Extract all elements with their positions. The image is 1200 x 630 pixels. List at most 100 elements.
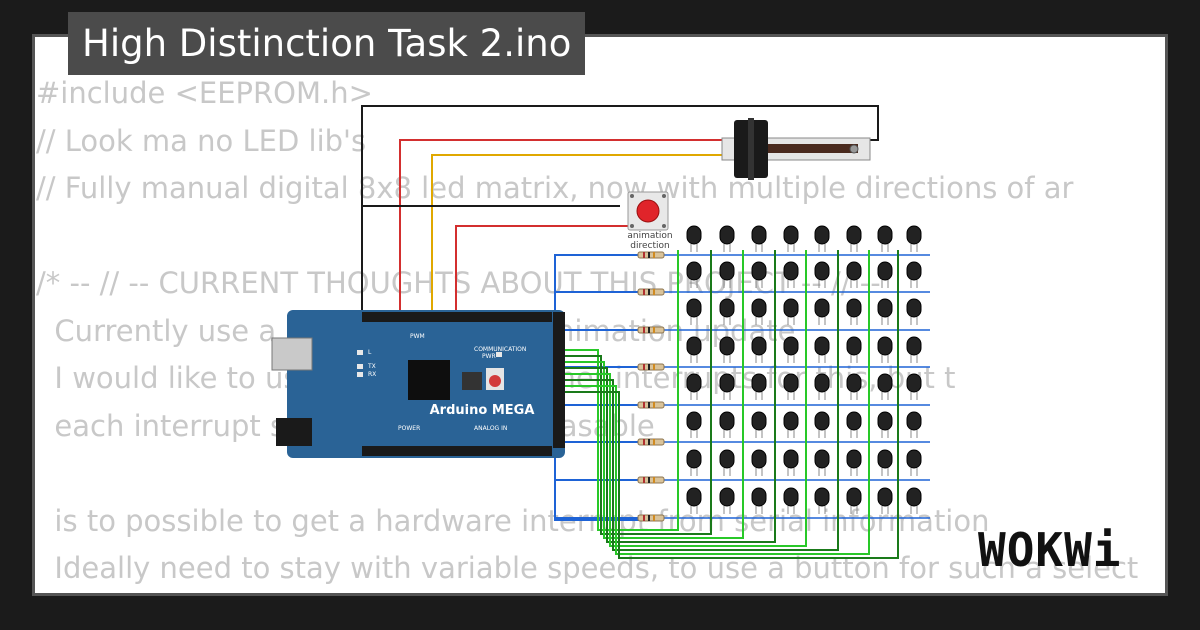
resistor-body	[637, 288, 665, 296]
led	[783, 411, 799, 431]
resistor-band	[643, 477, 645, 483]
led	[877, 411, 893, 431]
led	[877, 261, 893, 281]
led	[751, 411, 767, 431]
led	[751, 449, 767, 469]
led	[719, 487, 735, 507]
animation-pushbutton[interactable]	[627, 191, 669, 231]
led	[686, 336, 702, 356]
led	[906, 261, 922, 281]
led	[846, 449, 862, 469]
project-title[interactable]: High Distinction Task 2.ino	[68, 12, 586, 75]
led	[877, 298, 893, 318]
wire	[565, 250, 776, 543]
wire	[565, 250, 807, 547]
resistor-band	[648, 477, 650, 483]
led	[751, 261, 767, 281]
led	[783, 261, 799, 281]
led	[846, 298, 862, 318]
resistor-band	[653, 439, 655, 445]
led	[719, 298, 735, 318]
wire	[565, 250, 712, 535]
resistor-band	[653, 515, 655, 521]
led	[906, 373, 922, 393]
board-communication-label: COMMUNICATION	[474, 346, 526, 353]
led	[686, 225, 702, 245]
board-pwr-label: PWR	[482, 353, 496, 360]
wire	[554, 321, 640, 331]
wokwi-logo: WOKWi	[978, 523, 1120, 576]
led	[846, 411, 862, 431]
resistor-band	[648, 364, 650, 370]
resistor-band	[643, 252, 645, 258]
resistor-body	[637, 476, 665, 484]
wire	[565, 250, 870, 555]
led	[719, 336, 735, 356]
led	[846, 487, 862, 507]
resistor-band	[648, 515, 650, 521]
resistor-band	[653, 477, 655, 483]
wire	[565, 250, 744, 539]
led	[686, 487, 702, 507]
led	[814, 336, 830, 356]
led	[814, 487, 830, 507]
resistor-band	[653, 402, 655, 408]
board-led-tx-label: TX	[367, 363, 376, 370]
led	[877, 449, 893, 469]
code-line: // Look ma no LED lib's	[36, 123, 367, 158]
led	[783, 336, 799, 356]
led	[814, 449, 830, 469]
resistor-band	[643, 327, 645, 333]
wire	[565, 250, 899, 559]
led	[877, 487, 893, 507]
code-line: Ideally need to stay with variable speed…	[36, 551, 1139, 585]
led	[783, 449, 799, 469]
led	[719, 411, 735, 431]
resistor-band	[653, 327, 655, 333]
led	[751, 225, 767, 245]
led	[686, 449, 702, 469]
led	[877, 336, 893, 356]
code-line: #include <EEPROM.h>	[36, 76, 373, 110]
slide-potentiometer[interactable]	[721, 118, 871, 180]
code-line: // Fully manual digital 8x8 led matrix, …	[36, 171, 1074, 205]
resistor-body	[637, 438, 665, 446]
board-led-l-label: L	[368, 349, 372, 356]
led	[751, 336, 767, 356]
led	[906, 336, 922, 356]
resistors	[637, 251, 665, 522]
led	[846, 336, 862, 356]
led	[751, 487, 767, 507]
wire	[361, 105, 879, 318]
led	[846, 261, 862, 281]
button-label-line2: direction	[630, 241, 669, 251]
led	[783, 225, 799, 245]
led	[719, 225, 735, 245]
wire	[565, 250, 839, 551]
led	[686, 373, 702, 393]
resistor-band	[643, 402, 645, 408]
led	[719, 449, 735, 469]
wire	[565, 250, 679, 531]
resistor-band	[653, 252, 655, 258]
resistor-body	[637, 363, 665, 371]
resistor-band	[648, 327, 650, 333]
led	[906, 487, 922, 507]
resistor-band	[643, 439, 645, 445]
resistor-band	[648, 439, 650, 445]
led	[814, 298, 830, 318]
board-power-label: POWER	[398, 425, 420, 432]
led	[906, 225, 922, 245]
led	[783, 487, 799, 507]
led	[906, 411, 922, 431]
arduino-mega-board[interactable]	[271, 310, 565, 458]
led	[877, 225, 893, 245]
board-pwm-label: PWM	[410, 333, 425, 340]
led	[846, 373, 862, 393]
led	[686, 298, 702, 318]
led	[783, 373, 799, 393]
board-name: Arduino MEGA	[430, 403, 535, 418]
led	[906, 298, 922, 318]
led	[906, 449, 922, 469]
